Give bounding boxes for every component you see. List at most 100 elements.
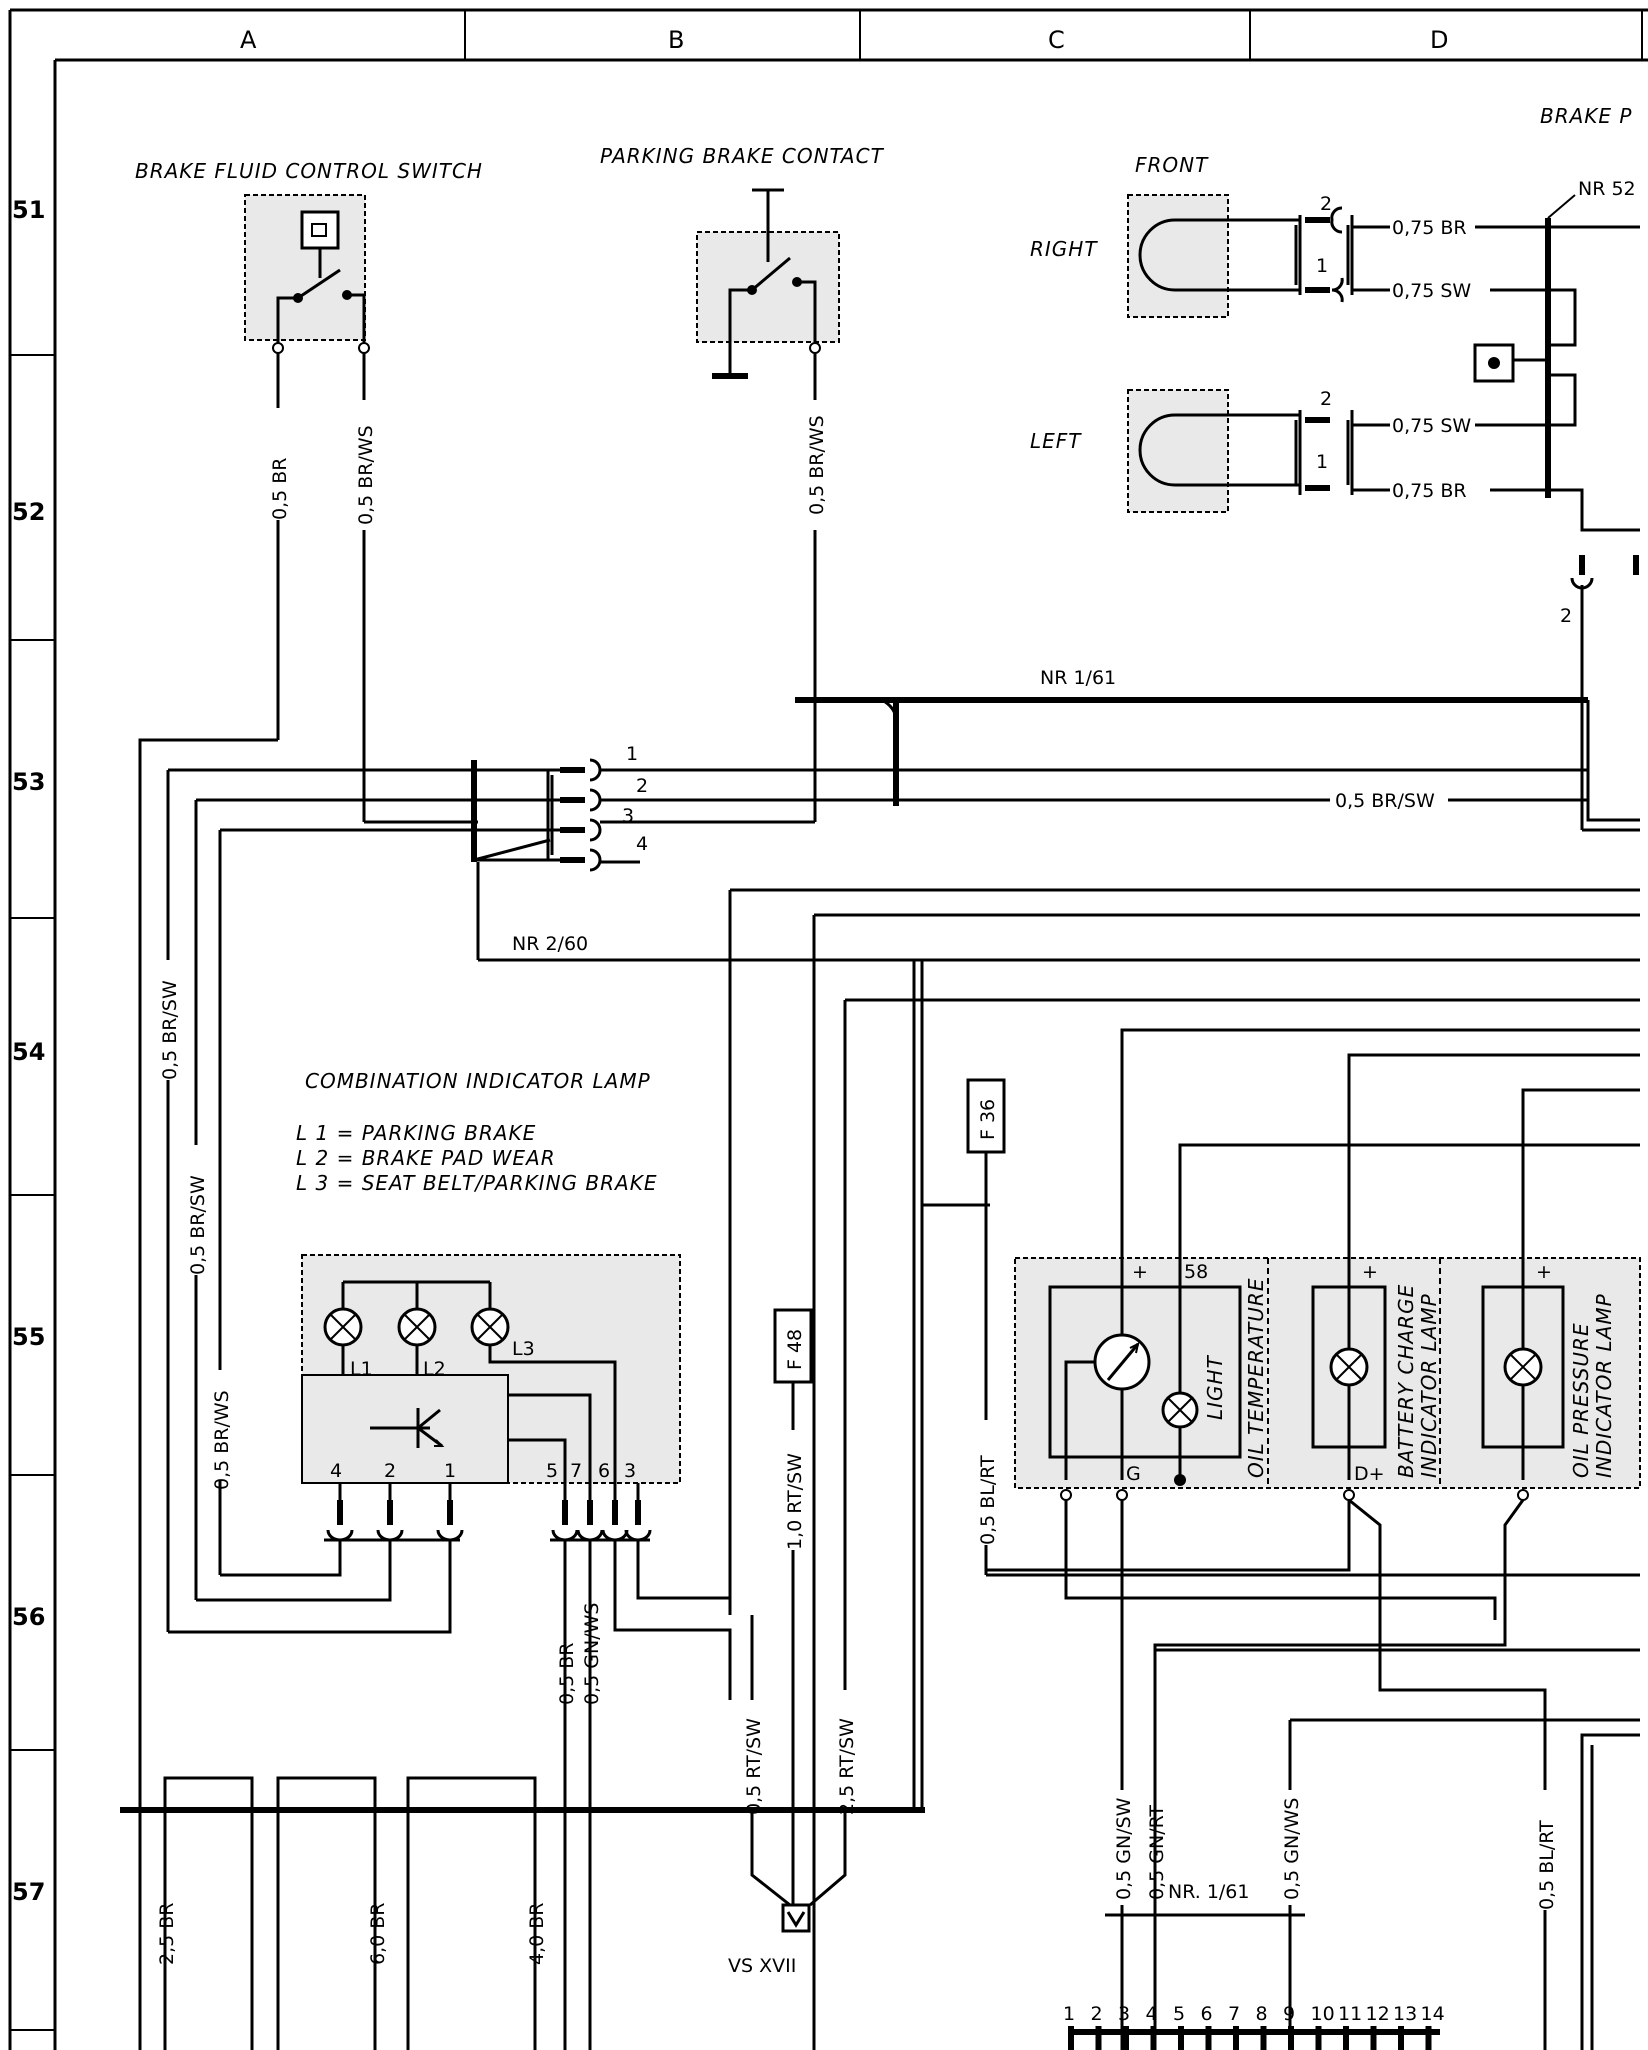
pin-plus-3: + bbox=[1536, 1261, 1552, 1283]
pin-3: 3 bbox=[622, 805, 634, 827]
terminal-number: 10 bbox=[1311, 2003, 1335, 2025]
combination-indicator-lamp bbox=[168, 1254, 730, 1700]
row-label-52: 52 bbox=[12, 498, 45, 526]
bottom-bus bbox=[120, 1700, 925, 2050]
terminal-number: 3 bbox=[1118, 2003, 1130, 2025]
terminal-number: 7 bbox=[1228, 2003, 1240, 2025]
wire-gnsw: 0,5 GN/SW bbox=[1113, 1797, 1135, 1900]
pin-brake-2: 2 bbox=[1560, 605, 1572, 627]
wire-left-br: 0,75 BR bbox=[1392, 480, 1467, 502]
row-label-55: 55 bbox=[12, 1323, 45, 1351]
oil-temperature-label: OIL TEMPERATURE bbox=[1244, 1278, 1268, 1478]
lamp-l2: L2 bbox=[423, 1358, 446, 1380]
pin-2: 2 bbox=[636, 775, 648, 797]
column-label-c: C bbox=[1048, 26, 1065, 54]
light-label: LIGHT bbox=[1203, 1354, 1227, 1420]
wire-gnws-57: 0,5 GN/WS bbox=[1281, 1798, 1303, 1900]
pin-left-1: 1 bbox=[1316, 451, 1328, 473]
pin-right-1: 1 bbox=[1316, 255, 1328, 277]
nr161-top-bus bbox=[795, 697, 1588, 806]
brake-pad-title: BRAKE P bbox=[1540, 104, 1632, 128]
legend-l1: L 1 = PARKING BRAKE bbox=[296, 1121, 536, 1145]
pin-1: 1 bbox=[626, 743, 638, 765]
terminal-number: 12 bbox=[1366, 2003, 1390, 2025]
wire-lamp-gnws: 0,5 GN/WS bbox=[581, 1603, 603, 1705]
pin-right-2: 2 bbox=[1320, 193, 1332, 215]
terminal-number: 13 bbox=[1393, 2003, 1417, 2025]
oil-pressure-label-1: OIL PRESSURE bbox=[1569, 1322, 1593, 1478]
instrument-panel bbox=[1014, 1257, 1641, 1489]
lamp-pin-4: 4 bbox=[330, 1460, 342, 1482]
wire-brake-fluid-brws: 0,5 BR/WS bbox=[355, 425, 377, 525]
legend-l3: L 3 = SEAT BELT/PARKING BRAKE bbox=[296, 1171, 657, 1195]
pin-plus-1: + bbox=[1132, 1261, 1148, 1283]
pin-4: 4 bbox=[636, 833, 648, 855]
column-label-b: B bbox=[668, 26, 684, 54]
connector-1-4 bbox=[168, 700, 1640, 962]
lamp-l1: L1 bbox=[350, 1358, 373, 1380]
parking-brake-contact-title: PARKING BRAKE CONTACT bbox=[600, 144, 885, 168]
wire-blrt-57: 0,5 BL/RT bbox=[1536, 1820, 1558, 1910]
node-nr52: NR 52 bbox=[1578, 178, 1636, 200]
connector-vs-label: VS XVII bbox=[728, 1955, 796, 1977]
parking-brake-contact bbox=[696, 188, 840, 379]
pin-d-plus: D+ bbox=[1354, 1463, 1385, 1485]
brake-fluid-switch bbox=[244, 194, 370, 354]
terminal-number: 5 bbox=[1173, 2003, 1185, 2025]
wire-rtsw-05: 0,5 RT/SW bbox=[743, 1718, 765, 1815]
terminal-number: 9 bbox=[1283, 2003, 1295, 2025]
wire-parking-brws: 0,5 BR/WS bbox=[806, 415, 828, 515]
row-label-54: 54 bbox=[12, 1038, 45, 1066]
wire-br-25: 2,5 BR bbox=[156, 1903, 178, 1966]
legend-l2: L 2 = BRAKE PAD WEAR bbox=[296, 1146, 556, 1170]
row-label-53: 53 bbox=[12, 768, 45, 796]
wire-br-40: 4,0 BR bbox=[526, 1903, 548, 1966]
column-label-d: D bbox=[1430, 26, 1448, 54]
nr52-bus bbox=[1473, 194, 1640, 832]
fuse-f36 bbox=[966, 1078, 1640, 1577]
combination-lamp-title: COMBINATION INDICATOR LAMP bbox=[305, 1069, 651, 1093]
wire-rtsw-25: 2,5 RT/SW bbox=[836, 1718, 858, 1815]
battery-charge-label-1: BATTERY CHARGE bbox=[1394, 1284, 1418, 1478]
nr260-harness bbox=[478, 888, 1640, 2050]
terminal-number: 2 bbox=[1091, 2003, 1103, 2025]
wire-brsw-53: 0,5 BR/SW bbox=[1335, 790, 1435, 812]
front-label: FRONT bbox=[1135, 153, 1209, 177]
wire-brake-fluid-br: 0,5 BR bbox=[269, 458, 291, 521]
terminal-number: 14 bbox=[1421, 2003, 1445, 2025]
panel-feed-wires bbox=[986, 1028, 1640, 2050]
connector-vs-xvii bbox=[750, 1810, 847, 1933]
wire-br-60: 6,0 BR bbox=[367, 1903, 389, 1966]
node-nr260: NR 2/60 bbox=[512, 933, 588, 955]
right-label: RIGHT bbox=[1030, 237, 1098, 261]
terminal-number: 1 bbox=[1063, 2003, 1075, 2025]
grid-frame bbox=[8, 8, 1648, 2050]
wire-gnrt: 0,5 GN/RT bbox=[1146, 1805, 1168, 1900]
pin-58: 58 bbox=[1184, 1261, 1208, 1283]
pin-left-2: 2 bbox=[1320, 388, 1332, 410]
row-label-56: 56 bbox=[12, 1603, 45, 1631]
node-nr161-bottom: NR. 1/61 bbox=[1168, 1881, 1249, 1903]
brake-fluid-switch-title: BRAKE FLUID CONTROL SWITCH bbox=[135, 159, 483, 183]
fuse-f36-label: F 36 bbox=[977, 1099, 999, 1140]
lamp-pin-7: 7 bbox=[570, 1460, 582, 1482]
left-label: LEFT bbox=[1030, 429, 1082, 453]
lamp-pin-3: 3 bbox=[624, 1460, 636, 1482]
fuse-f48-label: F 48 bbox=[784, 1329, 806, 1370]
terminal-number: 6 bbox=[1201, 2003, 1213, 2025]
wire-left-sw: 0,75 SW bbox=[1392, 415, 1471, 437]
wire-left-brsw-1: 0,5 BR/SW bbox=[159, 980, 181, 1080]
brake-pad-sensor-right bbox=[1127, 194, 1548, 318]
pin-plus-2: + bbox=[1362, 1261, 1378, 1283]
lamp-pin-1: 1 bbox=[444, 1460, 456, 1482]
row-label-57: 57 bbox=[12, 1878, 45, 1906]
pin-g: G bbox=[1126, 1463, 1141, 1485]
wire-rtsw-10: 1,0 RT/SW bbox=[784, 1453, 806, 1550]
row-label-51: 51 bbox=[12, 196, 45, 224]
brake-pad-sensor-left bbox=[1127, 389, 1548, 513]
connector-1-14 bbox=[1070, 1905, 1440, 2050]
oil-pressure-label-2: INDICATOR LAMP bbox=[1592, 1293, 1616, 1478]
node-nr161-top: NR 1/61 bbox=[1040, 667, 1116, 689]
